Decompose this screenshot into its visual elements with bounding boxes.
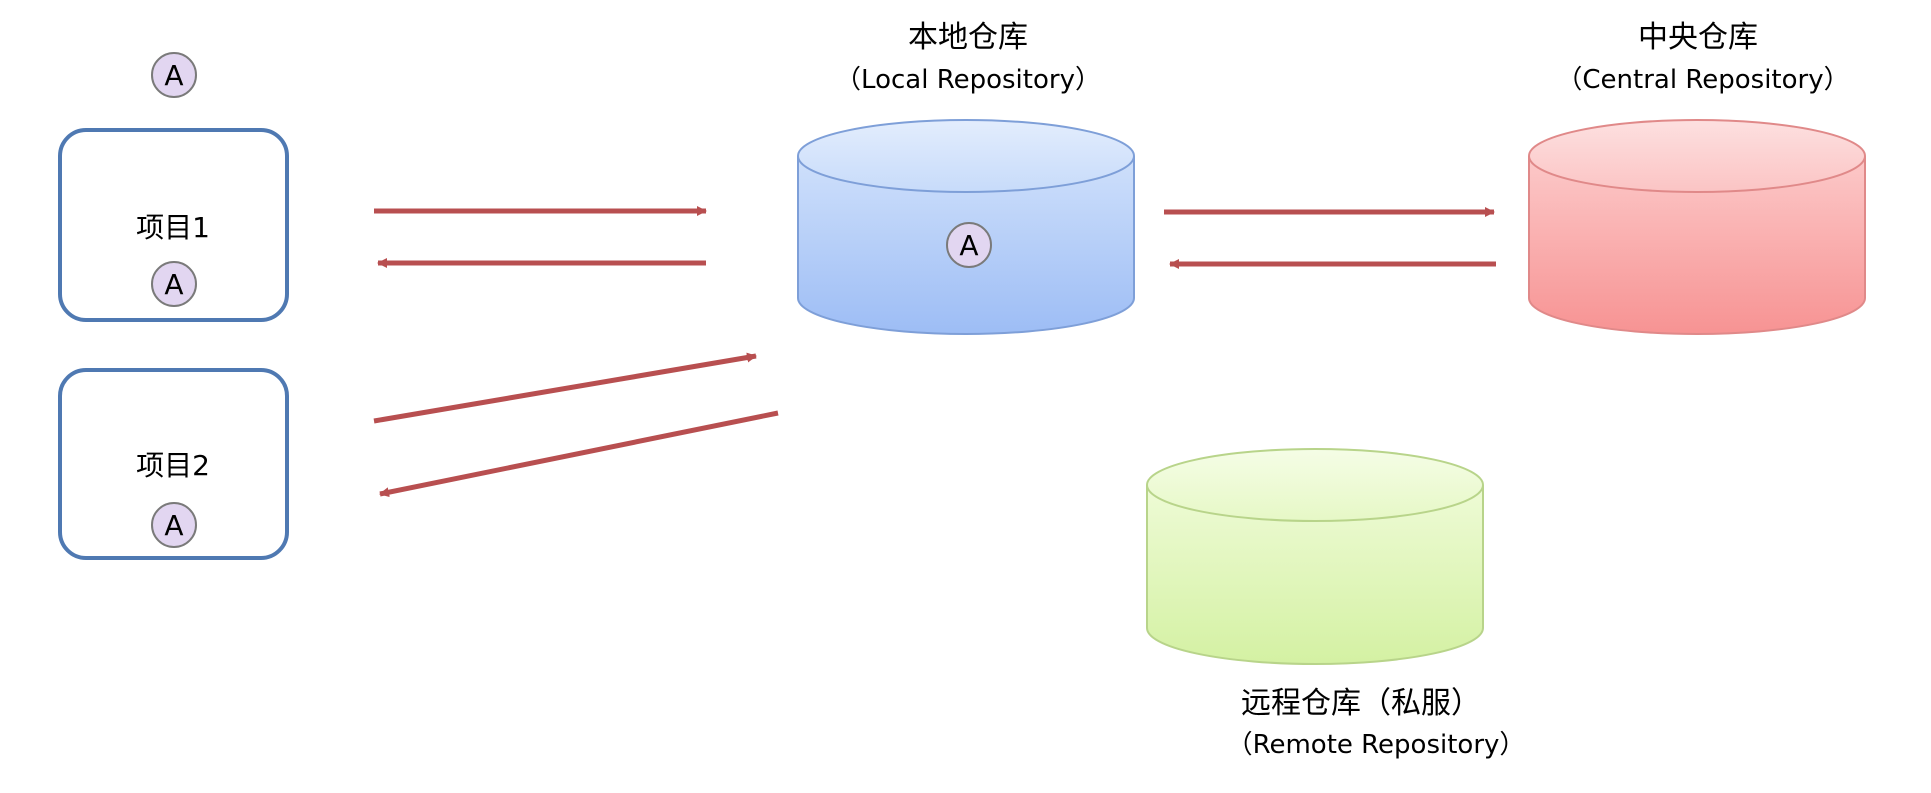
remote-repository-subtitle: （Remote Repository） [1227,730,1526,760]
local-repository-artifact-badge: A [946,222,992,268]
badge-letter: A [164,268,183,301]
central-repository-cylinder [1528,119,1866,335]
remote-repository-title: 远程仓库（私服） [1241,686,1481,721]
project-1-artifact-badge: A [151,261,197,307]
local-repository-title: 本地仓库 [908,20,1028,55]
arrow-project2-to-local [373,352,757,424]
badge-letter: A [164,509,183,542]
badge-letter: A [959,229,978,262]
standalone-artifact-badge: A [151,52,197,98]
local-repository-subtitle: （Local Repository） [835,65,1101,95]
arrow-local-to-project2 [379,410,779,498]
central-repository: 中央仓库 （Central Repository） [1528,20,1866,335]
project-1-label: 项目1 [136,211,210,244]
local-repository: 本地仓库 （Local Repository） A [797,20,1135,335]
remote-repository-cylinder [1146,448,1484,665]
project-2-artifact-badge: A [151,502,197,548]
project-2-label: 项目2 [136,449,210,482]
central-repository-subtitle: （Central Repository） [1556,65,1849,95]
badge-letter: A [164,59,183,92]
project-2-box: 项目2 A [58,368,289,560]
project-1-box: 项目1 A [58,128,289,322]
remote-repository: 远程仓库（私服） （Remote Repository） [1146,448,1526,760]
central-repository-title: 中央仓库 [1638,20,1758,55]
